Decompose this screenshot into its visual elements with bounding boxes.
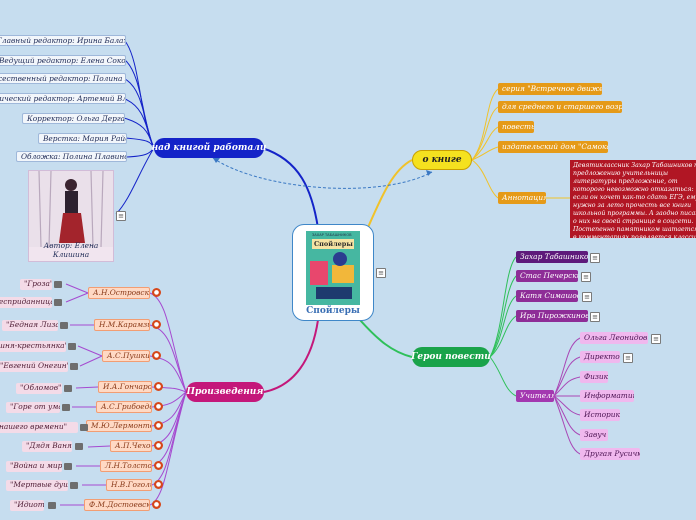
teacher-head[interactable]: Завуч <box>580 429 608 441</box>
hero-katya-note-icon[interactable]: ≡ <box>582 292 592 302</box>
about-branch-label: о книге <box>422 155 462 165</box>
hero-zakhar-note-icon[interactable]: ≡ <box>590 253 600 263</box>
work-title-idiot[interactable]: "Идиот" <box>10 500 44 511</box>
work-author-lermontov-map-icon[interactable]: ● <box>154 421 163 430</box>
work-author-goncharov[interactable]: И.А.Гончаров <box>98 381 152 393</box>
author-note-icon[interactable]: ≡ <box>116 211 126 221</box>
team-item-layout[interactable]: Верстка: Мария Райдер <box>38 133 127 144</box>
work-author-karamzin[interactable]: Н.М.Карамзин <box>94 319 150 331</box>
geroy-attachment-icon[interactable] <box>80 424 88 431</box>
bednaya-liza-attachment-icon[interactable] <box>60 322 68 329</box>
work-title-gore-ot-uma[interactable]: "Горе от ума" <box>6 402 60 413</box>
work-author-tolstoy-map-icon[interactable]: ● <box>154 461 163 470</box>
works-branch[interactable]: Произведения <box>186 382 264 402</box>
team-item-cover[interactable]: Обложка: Полина Плавинская <box>16 151 127 162</box>
voyna-i-mir-attachment-icon[interactable] <box>64 463 72 470</box>
teacher-director[interactable]: Директор <box>580 351 620 363</box>
about-branch[interactable]: о книге <box>412 150 472 170</box>
work-title-groza[interactable]: "Гроза" <box>20 279 52 290</box>
central-topic[interactable]: Спойлеры ЗАХАР ТАБАШНИКОВ Спойлеры <box>292 224 374 321</box>
baryshnya-attachment-icon[interactable] <box>68 343 76 350</box>
work-title-bespridannitsa[interactable]: "Бесприданница" <box>0 297 52 308</box>
work-author-pushkin[interactable]: А.С.Пушкин <box>102 350 150 362</box>
team-item-proofreader[interactable]: Корректор: Ольга Дергачева <box>22 113 125 124</box>
hero-zakhar[interactable]: Захар Табашников <box>516 251 588 263</box>
work-author-griboedov-map-icon[interactable]: ● <box>154 402 163 411</box>
teacher-physicist[interactable]: Физик <box>580 371 608 383</box>
hero-ira-note-icon[interactable]: ≡ <box>590 312 600 322</box>
groza-attachment-icon[interactable] <box>54 281 62 288</box>
team-branch[interactable]: над книгой работали <box>151 138 267 158</box>
about-item-series[interactable]: серия "Встречное движение" <box>498 83 602 95</box>
about-item-publisher[interactable]: издательский дом "Самокат" <box>498 141 608 153</box>
work-author-lermontov[interactable]: М.Ю.Лермонтов <box>86 420 152 432</box>
author-caption: Автор: Елена Клишина <box>43 241 99 259</box>
teacher-other-russian[interactable]: Другая Русичка <box>580 448 640 460</box>
work-title-onegin[interactable]: "Евгений Онегин" <box>0 361 68 372</box>
work-author-chekhov-map-icon[interactable]: ● <box>154 441 163 450</box>
work-title-dyadya-vanya[interactable]: "Дядя Ваня" <box>22 441 72 452</box>
onegin-attachment-icon[interactable] <box>70 363 78 370</box>
work-title-baryshnya[interactable]: "Барышня-крестьянка" <box>0 341 66 352</box>
dyadya-vanya-attachment-icon[interactable] <box>75 443 83 450</box>
about-item-genre[interactable]: повесть <box>498 121 534 133</box>
work-author-ostrovsky[interactable]: А.Н.Островский <box>88 287 150 299</box>
heroes-branch[interactable]: Герои повести <box>411 347 491 367</box>
teacher-olga[interactable]: Ольга Леонидовна <box>580 332 648 344</box>
teacher-informatics[interactable]: Информатик <box>580 390 634 402</box>
work-author-ostrovsky-map-icon[interactable]: ● <box>152 288 161 297</box>
central-topic-title: Спойлеры <box>306 306 360 316</box>
work-author-griboedov[interactable]: А.С.Грибоедов <box>96 401 152 413</box>
hero-ira[interactable]: Ира Пирожкинова <box>516 310 588 322</box>
work-title-mertvye-dushi[interactable]: "Мертвые души" <box>6 480 68 491</box>
cover-author: ЗАХАР ТАБАШНИКОВ <box>312 233 352 237</box>
team-item-lead-editor[interactable]: Ведущий редактор: Елена Соковенина <box>0 55 126 66</box>
note-icon[interactable]: ≡ <box>376 268 386 278</box>
bespridannitsa-attachment-icon[interactable] <box>54 299 62 306</box>
work-title-bednaya-liza[interactable]: "Бедная Лиза" <box>2 320 58 331</box>
idiot-attachment-icon[interactable] <box>48 502 56 509</box>
book-cover-image: Спойлеры ЗАХАР ТАБАШНИКОВ <box>306 231 360 305</box>
gore-ot-uma-attachment-icon[interactable] <box>62 404 70 411</box>
annotation-label[interactable]: Аннотация <box>498 192 546 204</box>
heroes-branch-label: Герои повести <box>411 352 491 362</box>
author-photo[interactable]: Автор: Елена Клишина <box>28 170 114 262</box>
oblomov-attachment-icon[interactable] <box>64 385 72 392</box>
work-author-tolstoy[interactable]: Л.Н.Толстой <box>100 460 152 472</box>
team-item-tech-editor[interactable]: Технический редактор: Артемий Владимиров <box>0 93 126 104</box>
hero-stas[interactable]: Стас Печерский <box>516 270 578 282</box>
work-author-pushkin-map-icon[interactable]: ● <box>152 351 161 360</box>
hero-katya[interactable]: Катя Симашова <box>516 290 578 302</box>
cover-title: Спойлеры <box>314 240 353 248</box>
mertvye-dushi-attachment-icon[interactable] <box>70 482 78 489</box>
work-author-chekhov[interactable]: А.П.Чехов <box>110 440 152 452</box>
about-item-age[interactable]: для среднего и старшего возраста <box>498 101 622 113</box>
work-author-goncharov-map-icon[interactable]: ● <box>154 382 163 391</box>
work-title-geroy[interactable]: "Герой нашего времени" <box>0 422 78 433</box>
work-title-oblomov[interactable]: "Обломов" <box>16 383 62 394</box>
work-author-dostoevsky[interactable]: Ф.М.Достоевский <box>84 499 150 511</box>
work-author-karamzin-map-icon[interactable]: ● <box>152 320 161 329</box>
team-branch-label: над книгой работали <box>151 143 267 153</box>
annotation-text: Девятиклассник Захар Табашников по предл… <box>570 160 696 238</box>
team-item-chief-editor[interactable]: Главный редактор: Ирина Балахонова <box>0 35 126 46</box>
teachers-group[interactable]: Учителя <box>516 390 554 402</box>
teacher-olga-note-icon[interactable]: ≡ <box>651 334 661 344</box>
teacher-historian[interactable]: Историк <box>580 409 620 421</box>
work-author-gogol-map-icon[interactable]: ● <box>154 480 163 489</box>
work-author-gogol[interactable]: Н.В.Гоголь <box>106 479 152 491</box>
teacher-director-note-icon[interactable]: ≡ <box>623 353 633 363</box>
hero-stas-note-icon[interactable]: ≡ <box>581 272 591 282</box>
work-title-voyna-i-mir[interactable]: "Война и мир" <box>6 461 62 472</box>
work-author-dostoevsky-map-icon[interactable]: ● <box>152 500 161 509</box>
works-branch-label: Произведения <box>186 387 264 397</box>
team-item-art-editor[interactable]: Художественный редактор: Полина Плавинск… <box>0 73 126 84</box>
